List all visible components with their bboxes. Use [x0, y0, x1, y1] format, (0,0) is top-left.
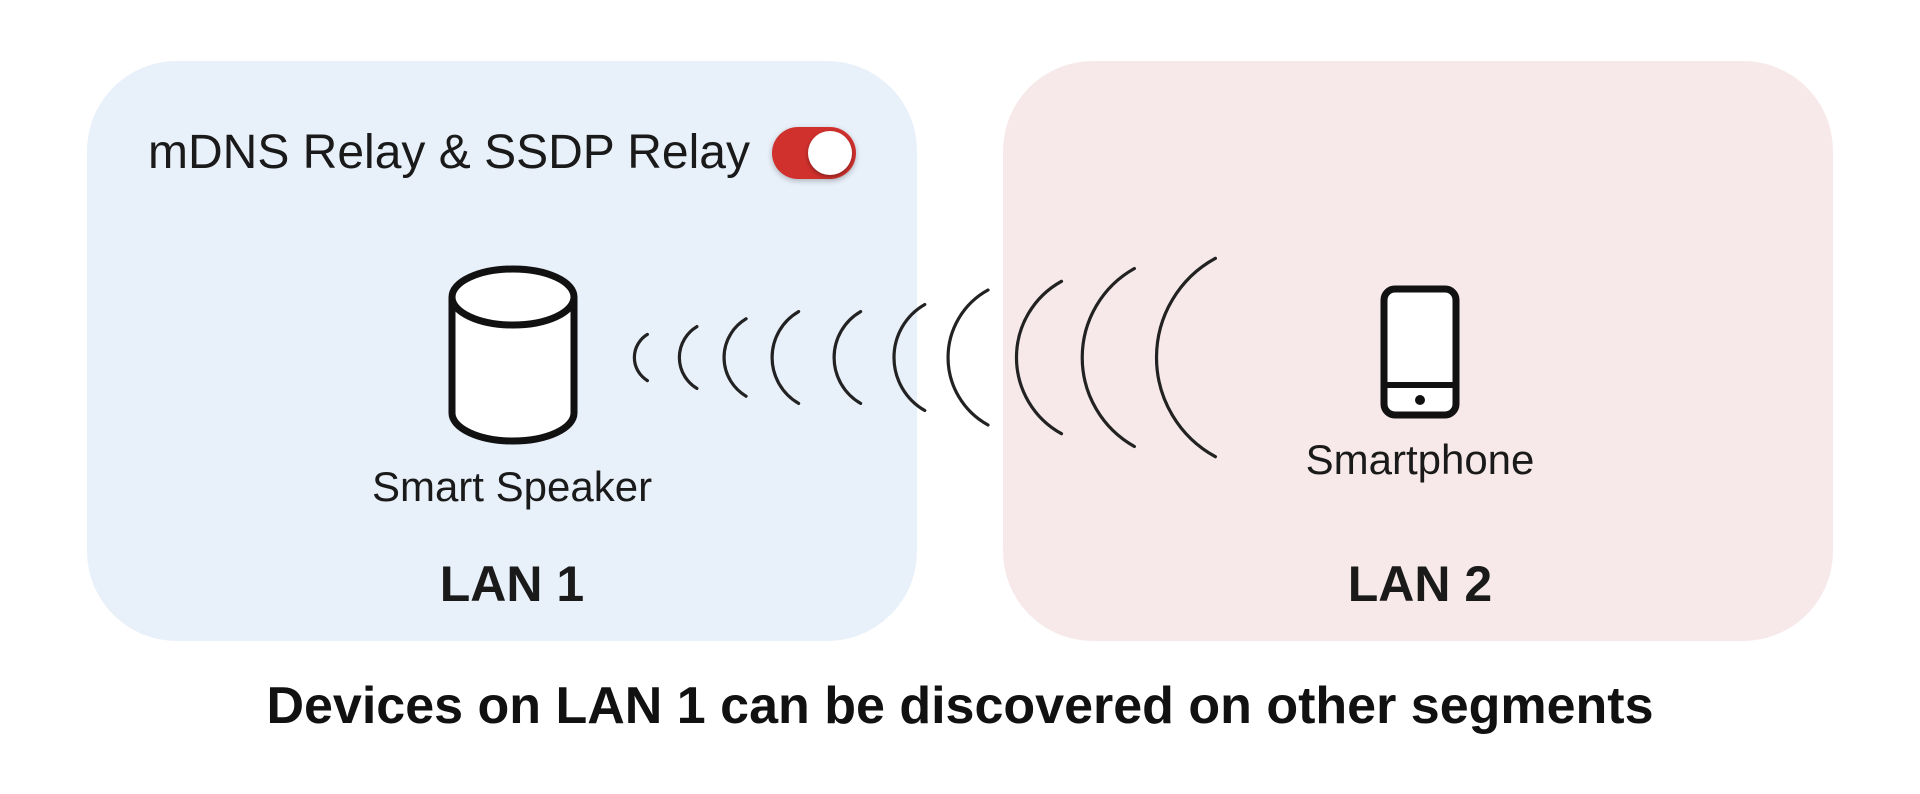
relay-toggle[interactable] — [772, 127, 856, 179]
smartphone-label: Smartphone — [1305, 436, 1535, 483]
lan2-title: LAN 2 — [1347, 556, 1493, 612]
diagram-caption: Devices on LAN 1 can be discovered on ot… — [266, 677, 1654, 735]
toggle-knob[interactable] — [808, 131, 852, 175]
toggle-label: mDNS Relay & SSDP Relay — [148, 126, 750, 179]
lan1-title: LAN 1 — [439, 556, 585, 612]
smart-speaker-label: Smart Speaker — [371, 463, 653, 510]
